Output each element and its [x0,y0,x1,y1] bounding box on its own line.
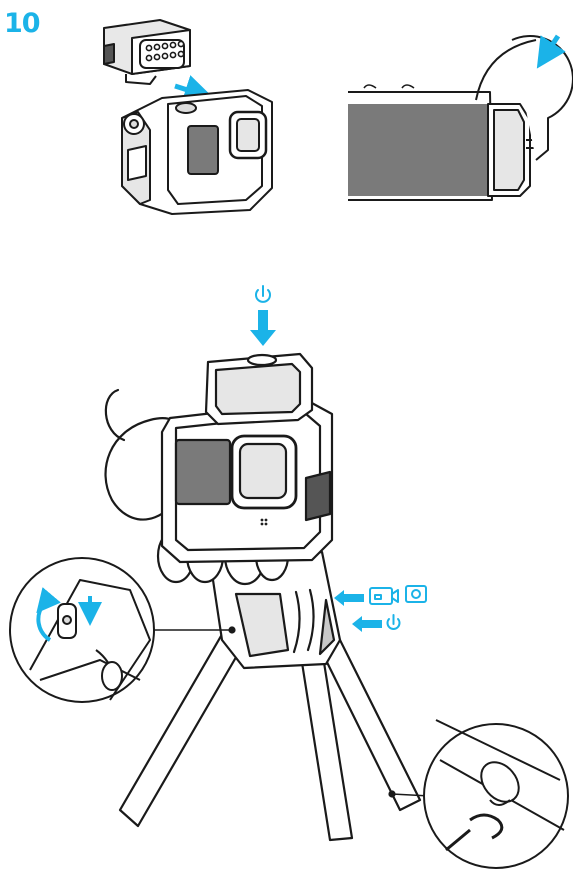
camera-body [162,402,332,562]
light-mod [104,20,190,84]
light-mod-attach-figure [104,20,272,214]
press-down-arrow [250,310,276,346]
lanyard-detail-callout [424,720,568,868]
power-button-arrow [352,616,382,632]
power-icon [387,615,399,629]
power-icon [256,286,270,302]
camera-in-media-mod [122,90,272,214]
light-mod-on-camera [206,354,312,424]
slide-arrow [175,86,200,94]
photo-mode-icon [406,586,426,602]
camera-on-tripod-figure [106,286,430,840]
mode-button-arrow [334,590,364,606]
connection-detail-figure [348,36,573,200]
mount-detail-callout [10,558,154,702]
video-mode-icon [370,588,398,604]
